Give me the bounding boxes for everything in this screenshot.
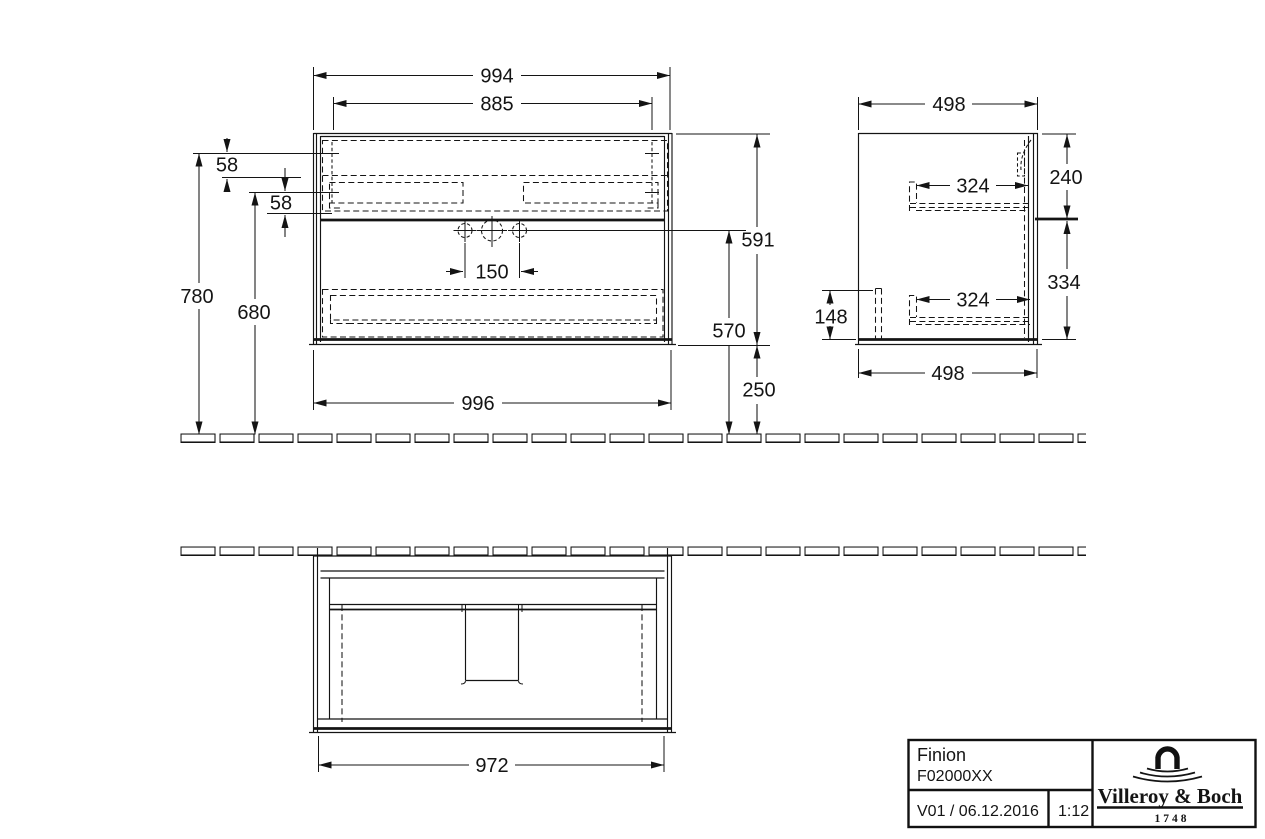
ext-left-offsets xyxy=(193,153,332,214)
dim-label-972: 972 xyxy=(475,755,508,777)
plan-cutout-ticks xyxy=(461,604,523,612)
faucet-hole-crosses xyxy=(453,216,531,247)
dim-label-334: 334 xyxy=(1047,272,1080,294)
side-upper-rail xyxy=(910,202,1028,212)
product-name: Finion xyxy=(917,745,966,765)
dim-label-324-bottom: 324 xyxy=(956,290,989,312)
front-view: 994 885 58 58 780 680 150 570 xyxy=(180,66,776,435)
side-upper-rail-hook xyxy=(908,181,918,211)
dim-label-994: 994 xyxy=(480,66,513,88)
brand-logo: Villeroy & Boch 1748 xyxy=(1097,746,1243,825)
ext-996 xyxy=(313,350,672,410)
front-lower-drawer-side xyxy=(329,294,658,321)
dim-label-148: 148 xyxy=(814,307,847,329)
side-damper-curve xyxy=(1020,139,1032,171)
brand-year: 1748 xyxy=(1155,813,1190,825)
article-number: F02000XX xyxy=(917,768,993,785)
front-side-panels xyxy=(312,133,673,345)
dim-label-250: 250 xyxy=(742,380,775,402)
plan-view: 972 xyxy=(309,548,676,777)
plan-hidden-lines xyxy=(341,605,643,722)
ext-591 xyxy=(676,133,770,346)
front-upper-drawer-hidden xyxy=(321,139,669,212)
plan-inner-sides xyxy=(328,578,658,719)
dim-label-570: 570 xyxy=(712,321,745,343)
amphora-icon xyxy=(1155,746,1180,769)
ext-150 xyxy=(464,243,520,278)
dim-label-324-top: 324 xyxy=(956,176,989,198)
floor-strip-lower xyxy=(180,546,1086,556)
drawing-scale: 1:12 xyxy=(1058,803,1089,820)
dim-label-58-second: 58 xyxy=(270,193,292,215)
front-upper-drawer-hooks xyxy=(328,203,659,209)
side-lower-rail xyxy=(910,316,1030,326)
side-lower-rail-hook xyxy=(908,294,918,325)
ext-498-top xyxy=(858,97,1038,130)
title-block-dividers xyxy=(908,740,1094,827)
version-date: V01 / 06.12.2016 xyxy=(917,803,1039,820)
dim-label-498-top: 498 xyxy=(932,94,965,116)
floor-hatching xyxy=(180,433,1086,556)
front-lower-drawer-hooks xyxy=(329,320,658,325)
ext-994 xyxy=(313,67,671,130)
dim-label-680: 680 xyxy=(237,302,270,324)
dim-label-996: 996 xyxy=(461,393,494,415)
fixing-cross-centerlines xyxy=(331,142,653,205)
title-block: Finion F02000XX V01 / 06.12.2016 1:12 Vi… xyxy=(907,738,1257,829)
plan-siphon-cutout xyxy=(464,611,520,682)
ext-972 xyxy=(318,736,665,772)
dim-label-885: 885 xyxy=(480,94,513,116)
plan-cutout-feet xyxy=(460,680,524,685)
ext-885 xyxy=(333,97,653,130)
front-lower-drawer-hidden xyxy=(321,288,664,338)
side-view: 324 324 498 240 334 148 498 xyxy=(814,94,1082,385)
brand-name: Villeroy & Boch xyxy=(1098,784,1243,808)
side-outline xyxy=(857,132,1039,345)
dim-label-240: 240 xyxy=(1049,167,1082,189)
dim-label-780: 780 xyxy=(180,286,213,308)
faucet-holes xyxy=(453,216,531,247)
dim-label-150: 150 xyxy=(475,262,508,284)
title-block-border xyxy=(907,738,1257,829)
dim-label-58-top: 58 xyxy=(216,155,238,177)
side-hinge-detail xyxy=(1016,152,1026,177)
floor-strip-upper xyxy=(180,433,1086,443)
side-siphon-slot xyxy=(874,287,883,340)
front-upper-drawer-left-side xyxy=(328,181,464,204)
plan-outline xyxy=(312,548,673,732)
front-upper-drawer-right-side xyxy=(522,181,659,204)
fixing-cross-marks xyxy=(325,153,659,193)
dim-label-498-bottom: 498 xyxy=(931,363,964,385)
waves-icon xyxy=(1132,767,1203,783)
dim-label-591: 591 xyxy=(741,230,774,252)
plan-back-panel xyxy=(320,570,665,579)
front-top-edge xyxy=(313,132,672,138)
